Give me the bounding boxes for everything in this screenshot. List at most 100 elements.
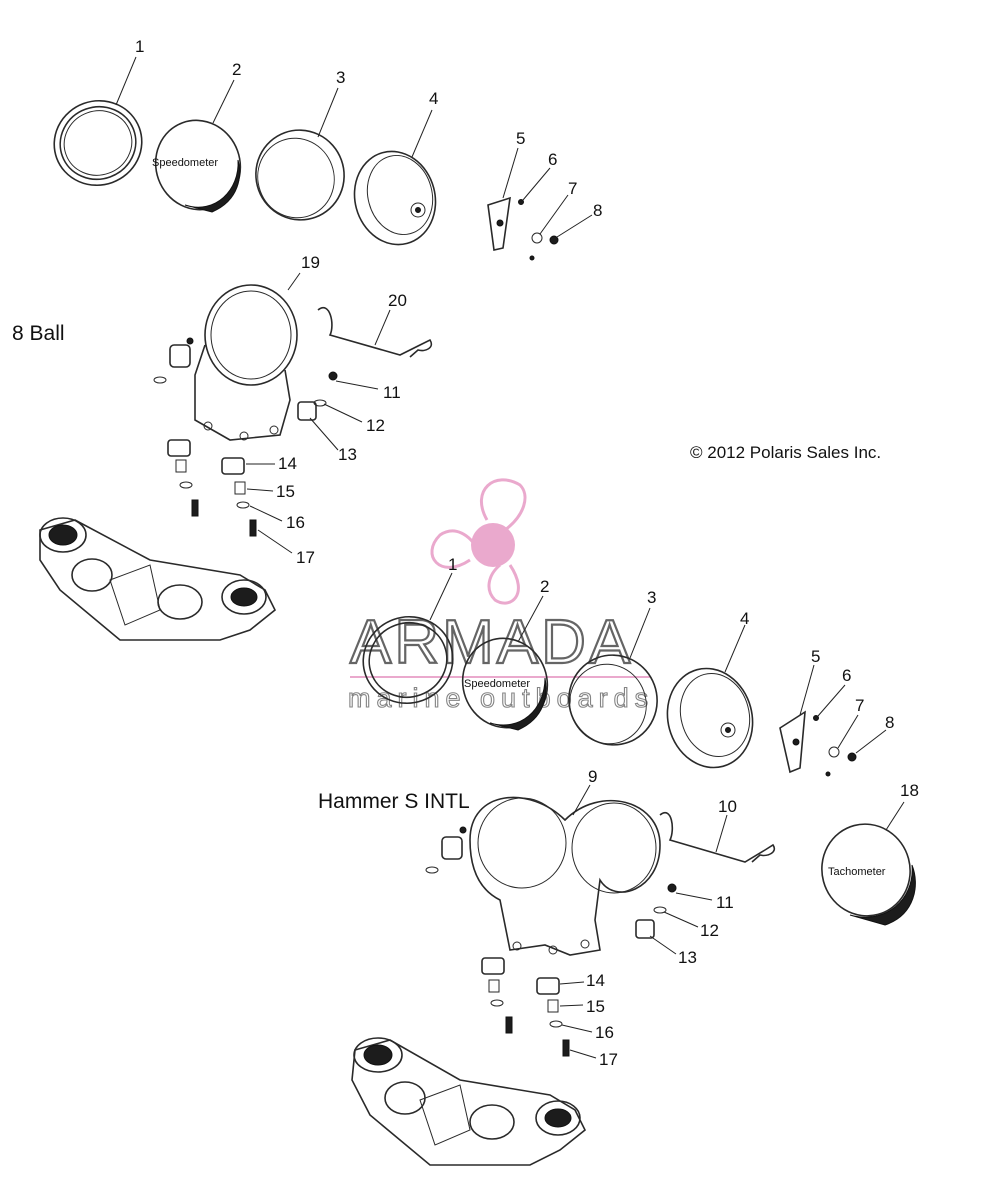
watermark-logo: ARMADA marine outboards: [347, 478, 654, 714]
callout-number: 7: [855, 696, 864, 715]
callout-number: 9: [588, 767, 597, 786]
grommet-14-b: [536, 977, 560, 995]
callout-number: 10: [718, 797, 737, 816]
wire-clip: [317, 307, 433, 358]
sleeve-15: [234, 481, 246, 495]
leader-line: [411, 109, 433, 158]
leader-line: [569, 1049, 597, 1059]
callout-number: 14: [278, 454, 297, 473]
callout-number: 3: [647, 588, 656, 607]
gauge-ring-b: [568, 654, 658, 746]
bolt-17-b: [562, 1039, 570, 1057]
leader-line: [502, 147, 519, 199]
callout-number: 2: [232, 60, 241, 79]
triple-clamp: [39, 517, 277, 641]
washer-12: [313, 399, 327, 407]
leader-line: [115, 56, 137, 106]
bolt-17a: [191, 499, 199, 517]
washer-16-b: [549, 1020, 563, 1028]
gauge-housing-b: [666, 667, 754, 769]
leader-line: [629, 607, 651, 659]
callout-number: 4: [740, 609, 749, 628]
grommet-left: [153, 337, 194, 384]
leader-line: [663, 911, 699, 928]
leader-line: [257, 529, 293, 554]
grommet-14a: [167, 439, 191, 457]
leader-line: [517, 595, 544, 643]
callout-number: 5: [516, 129, 525, 148]
sleeve-15a-b: [488, 979, 500, 993]
callout-number: 13: [678, 948, 697, 967]
bolt-11-b: [667, 883, 677, 893]
screw: [549, 235, 559, 245]
callout-number: 15: [276, 482, 295, 501]
callout-number: 16: [595, 1023, 614, 1042]
leader-line: [374, 309, 391, 346]
callout-number: 17: [599, 1050, 618, 1069]
bezel-ring: [53, 99, 143, 187]
mount-bracket: [487, 196, 511, 251]
bolt-17: [249, 519, 257, 537]
screw-small: [518, 199, 524, 205]
callout-number: 8: [593, 201, 602, 220]
gauge-mount-plate: [194, 284, 298, 441]
speedometer-gauge: Speedometer: [152, 119, 242, 213]
leader-line: [559, 981, 585, 985]
callout-number: 20: [388, 291, 407, 310]
grommet-13-b: [635, 919, 655, 939]
washer-16a: [179, 481, 193, 489]
bolt-11: [328, 371, 338, 381]
washer-16: [236, 501, 250, 509]
speedometer-label: Speedometer: [152, 157, 218, 169]
speedometer-label-b: Speedometer: [464, 678, 530, 690]
section-title-top: 8 Ball: [12, 322, 65, 345]
callout-number: 6: [842, 666, 851, 685]
grommet-13: [297, 401, 317, 421]
screw-b: [847, 752, 857, 762]
leader-line: [317, 87, 339, 138]
grommet-left-b: [425, 826, 467, 874]
washer-16a-b: [490, 999, 504, 1007]
callout-number: 12: [700, 921, 719, 940]
leader-line: [556, 214, 593, 238]
watermark-tagline: marine outboards: [348, 683, 654, 713]
tachometer-gauge: Tachometer: [821, 823, 916, 926]
leader-line: [287, 272, 301, 291]
callout-number: 11: [716, 893, 734, 912]
leader-line: [309, 417, 339, 451]
assembly-bottom: Speedometer: [351, 555, 919, 1166]
grommet-14a-b: [481, 957, 505, 975]
leader-line: [335, 380, 379, 390]
leader-line: [715, 814, 728, 853]
callout-number: 2: [540, 577, 549, 596]
callout-number: 15: [586, 997, 605, 1016]
screw-tiny-b: [825, 771, 831, 777]
leader-line: [522, 167, 551, 201]
bolt-17a-b: [505, 1016, 513, 1034]
sleeve-15-b: [547, 999, 559, 1013]
callout-number: 8: [885, 713, 894, 732]
washer: [531, 232, 543, 244]
sleeve-15a: [175, 459, 187, 473]
leader-line: [817, 684, 846, 717]
callouts-bottom: 1 2 3 4 5 6 7 8 9 10 18 11 12 1: [429, 555, 919, 1069]
callout-number: 12: [366, 416, 385, 435]
bezel-ring-b: [362, 615, 454, 705]
screw-tiny: [529, 255, 535, 261]
wire-clip-b: [659, 812, 776, 863]
leader-line: [885, 801, 905, 831]
callout-number: 16: [286, 513, 305, 532]
callout-number: 3: [336, 68, 345, 87]
washer-12-b: [653, 906, 667, 914]
callout-number: 17: [296, 548, 315, 567]
leader-line: [837, 714, 859, 749]
callout-number: 19: [301, 253, 320, 272]
propeller-hub: [471, 523, 515, 567]
leader-line: [675, 892, 713, 901]
mount-bracket-b: [779, 710, 806, 774]
watermark-brand: ARMADA: [350, 608, 633, 677]
section-title-bottom: Hammer S INTL: [318, 790, 470, 813]
callout-number: 11: [383, 383, 401, 402]
